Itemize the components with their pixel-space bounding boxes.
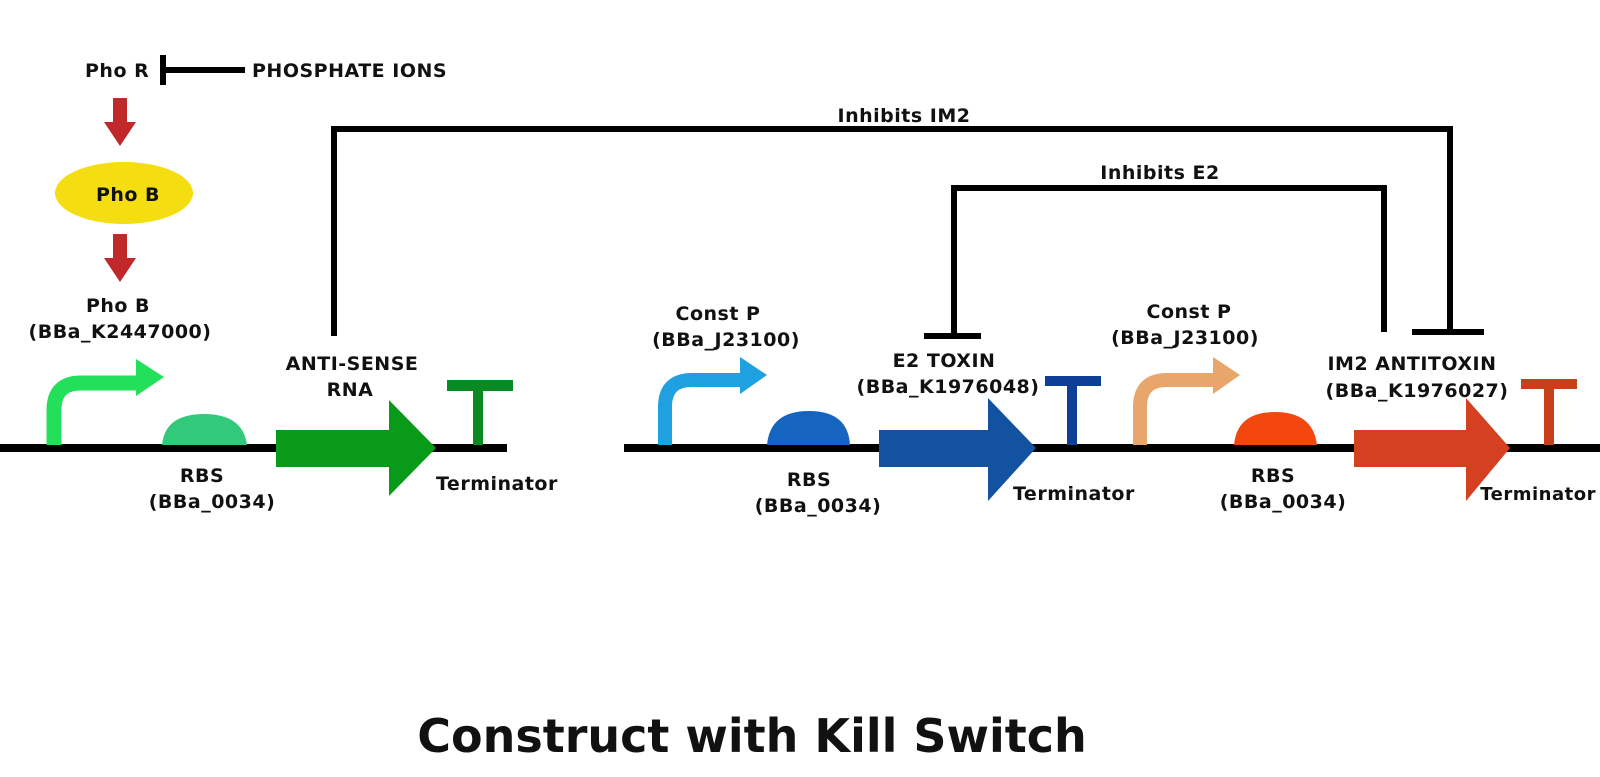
promoter-2-id: (BBa_J23100) <box>652 329 800 351</box>
promoter-const-p-2-icon <box>1133 357 1240 445</box>
rbs-3-icon <box>1234 412 1317 445</box>
promoter-3-name: Const P <box>1147 301 1232 323</box>
rbs-3-name: RBS <box>1251 465 1295 487</box>
inhibits-im2-label: Inhibits IM2 <box>838 105 971 127</box>
terminator-1-icon <box>447 380 513 445</box>
terminator-2-icon <box>1045 376 1101 445</box>
repression-bar-phosphate <box>160 55 245 85</box>
cds-anti-sense-rna-icon <box>276 400 436 496</box>
terminator-1-label: Terminator <box>436 473 558 495</box>
activation-arrow-1 <box>104 98 136 146</box>
terminator-2-label: Terminator <box>1013 483 1135 505</box>
rbs-2-id: (BBa_0034) <box>755 495 882 517</box>
rbs-2-icon <box>767 411 850 445</box>
promoter-2-name: Const P <box>676 303 761 325</box>
cds-3-name: IM2 ANTITOXIN <box>1327 353 1496 375</box>
inhibits-im2-line <box>331 126 1484 336</box>
cds-im2-antitoxin-icon <box>1354 398 1510 501</box>
terminator-3-icon <box>1521 379 1577 445</box>
rbs-2-name: RBS <box>787 469 831 491</box>
pho-b-promoter-name: Pho B <box>86 295 150 317</box>
cds-e2-toxin-icon <box>879 398 1036 501</box>
rbs-1-name: RBS <box>180 465 224 487</box>
cds-2-name: E2 TOXIN <box>893 350 996 372</box>
pho-r-label: Pho R <box>85 60 149 82</box>
inhibits-e2-line <box>924 185 1387 339</box>
promoter-const-p-1-icon <box>658 357 767 445</box>
pho-b-protein-label: Pho B <box>96 184 160 206</box>
rbs-1-icon <box>162 414 247 445</box>
activation-arrow-2 <box>104 234 136 282</box>
cds-3-id: (BBa_K1976027) <box>1326 380 1509 402</box>
terminator-3-label: Terminator <box>1480 484 1596 505</box>
promoter-pho-b-icon <box>46 359 164 445</box>
promoter-3-id: (BBa_J23100) <box>1111 327 1259 349</box>
rbs-3-id: (BBa_0034) <box>1220 491 1347 513</box>
inhibits-e2-label: Inhibits E2 <box>1100 162 1219 184</box>
cds-2-id: (BBa_K1976048) <box>857 376 1040 398</box>
cds-1-line2: RNA <box>327 379 374 401</box>
cds-1-name: ANTI-SENSE <box>286 353 419 375</box>
pho-b-promoter-id: (BBa_K2447000) <box>29 321 212 343</box>
pho-b-protein <box>55 162 193 224</box>
phosphate-ions-label: PHOSPHATE IONS <box>252 60 447 82</box>
rbs-1-id: (BBa_0034) <box>149 491 276 513</box>
page-title: Construct with Kill Switch <box>417 709 1087 763</box>
